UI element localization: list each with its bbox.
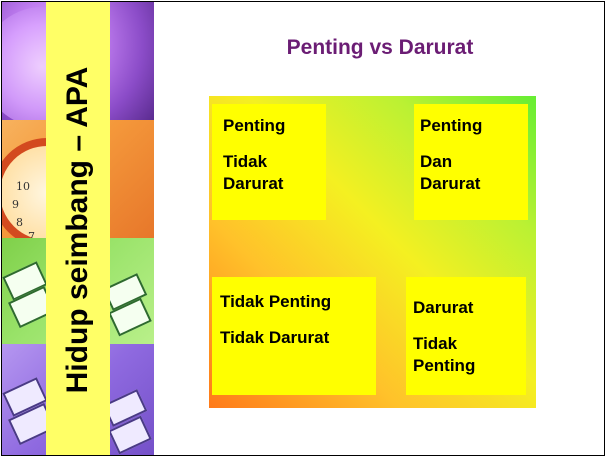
image-strip: 10 9 8 7 Hidup seimbang – APA — [2, 2, 154, 455]
quadrant-label: Darurat — [420, 174, 481, 193]
priority-matrix: Penting Tidak Darurat Penting Dan Darura… — [209, 96, 536, 408]
quadrant-bottom-right: Darurat Tidak Penting — [406, 277, 526, 395]
clock-number: 10 — [16, 180, 30, 193]
quadrant-label: Tidak Darurat — [220, 328, 330, 347]
vertical-title: Hidup seimbang – APA — [61, 66, 94, 394]
quadrant-label: Tidak — [223, 152, 268, 171]
quadrant-label: Dan — [420, 152, 453, 171]
title-band — [46, 2, 110, 455]
quadrant-top-right: Penting Dan Darurat — [414, 104, 528, 220]
quadrant-label: Tidak — [413, 334, 458, 353]
slide-title: Penting vs Darurat — [286, 36, 474, 59]
clock-number: 8 — [16, 216, 23, 229]
quadrant-label: Tidak Penting — [220, 292, 332, 311]
clock-number: 9 — [12, 198, 19, 211]
quadrant-label: Darurat — [223, 174, 284, 193]
quadrant-top-left: Penting Tidak Darurat — [212, 104, 326, 220]
quadrant-label: Penting — [413, 356, 476, 375]
quadrant-label: Penting — [420, 116, 483, 135]
quadrant-bottom-left: Tidak Penting Tidak Darurat — [212, 277, 376, 395]
quadrant-label: Darurat — [413, 298, 474, 317]
clock-number: 7 — [28, 230, 35, 238]
quadrant-label: Penting — [223, 116, 286, 135]
